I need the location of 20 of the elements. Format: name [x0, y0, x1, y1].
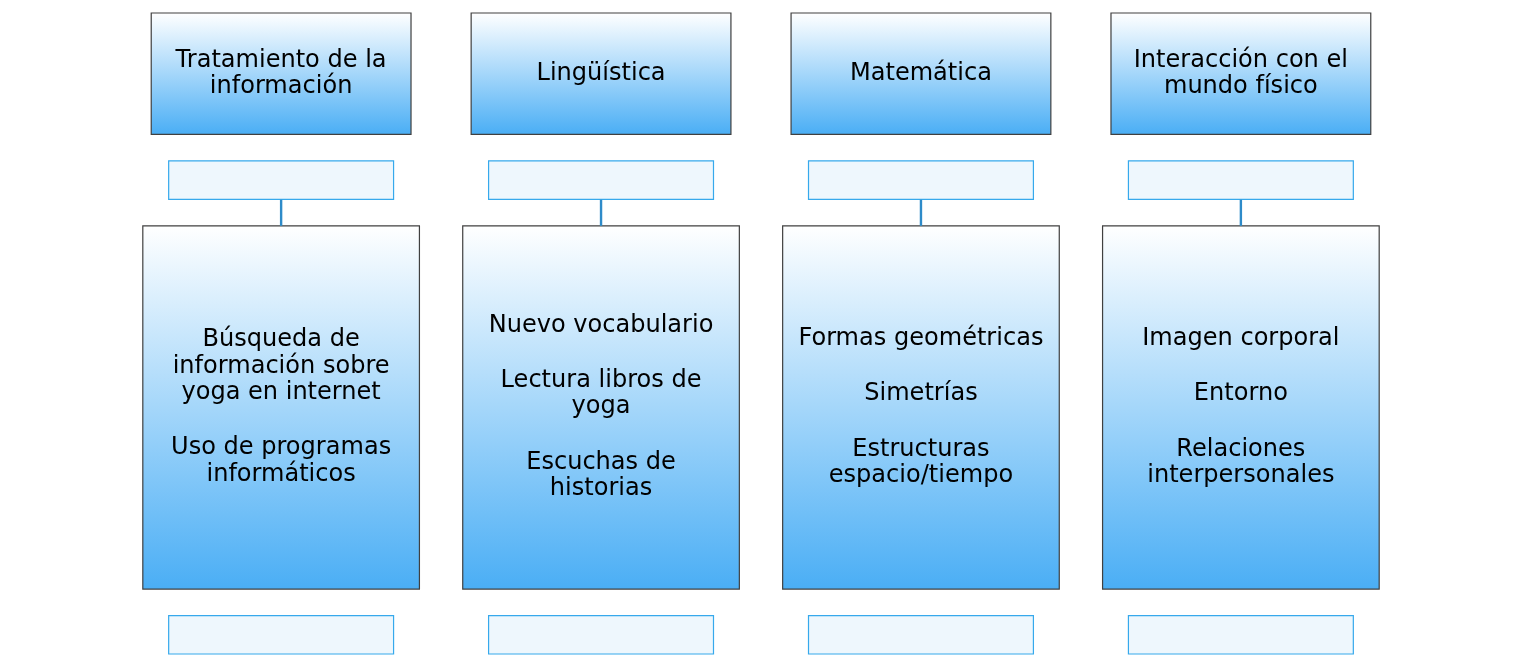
connector: [919, 199, 923, 226]
node-box: [807, 614, 1034, 655]
node-box: Imagen corporal Entorno Relaciones interpersonales: [1101, 225, 1380, 590]
node-box: [488, 614, 715, 655]
node-box: Formas geométricas Simetrías Estructuras espacio/tiempo: [782, 225, 1060, 590]
node-box: [168, 614, 395, 655]
node-box: [168, 160, 395, 200]
node-box: Nuevo vocabulario Lectura libros de yoga Escuchas de historias: [462, 225, 740, 590]
node-box: [807, 160, 1034, 200]
node-box: [488, 160, 715, 200]
connector: [599, 199, 603, 226]
connector: [279, 199, 283, 226]
connector: [1239, 199, 1243, 226]
node-box: Lingüística: [470, 12, 732, 136]
node-box: Matemática: [790, 12, 1052, 136]
node-box: Interacción con el mundo físico: [1110, 12, 1372, 136]
node-box: [1127, 160, 1354, 200]
node-box: Búsqueda de información sobre yoga en internet Uso de programas informáticos: [142, 225, 421, 590]
node-box: Tratamiento de la información: [150, 12, 412, 136]
node-box: [1127, 614, 1354, 655]
